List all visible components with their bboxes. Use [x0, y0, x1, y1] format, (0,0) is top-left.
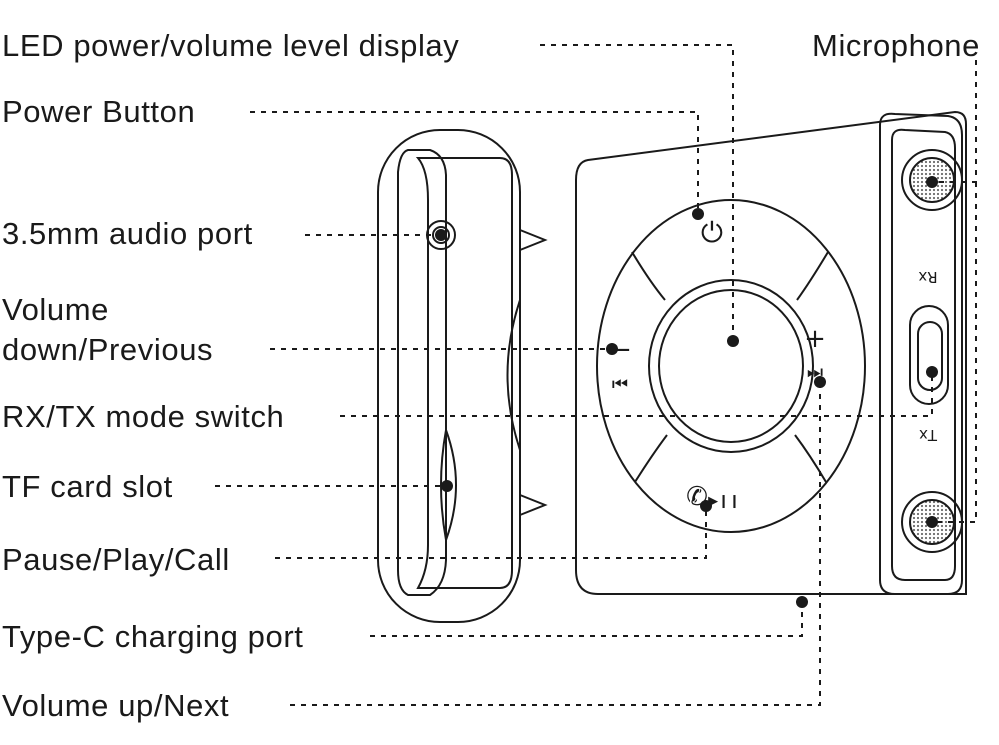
audio-port-hole — [432, 226, 450, 244]
label-volume-down-line1: Volume — [2, 292, 109, 327]
leader-mic-bottom — [932, 182, 977, 523]
label-type-c: Type-C charging port — [2, 619, 303, 654]
minus-marking: − — [610, 335, 632, 365]
device-front-view: Rx Tx ⏻ − ⏮ + ⏭ ✆ ▶❙❙ — [575, 110, 967, 595]
leader-power-button — [250, 111, 699, 214]
mode-switch-knob — [917, 321, 943, 391]
control-wheel — [596, 199, 866, 533]
dot-mic-bottom — [926, 516, 938, 528]
side-notch-top — [519, 229, 548, 251]
label-pause-play: Pause/Play/Call — [2, 542, 230, 577]
dot-pause-play — [700, 500, 712, 512]
side-notch-bottom — [519, 494, 548, 516]
label-volume-down-line2: down/Previous — [2, 332, 213, 367]
label-audio-port: 3.5mm audio port — [2, 216, 253, 251]
wheel-divider-tl — [631, 251, 666, 301]
tf-card-slot-shape — [440, 426, 457, 544]
leader-led-display — [540, 44, 734, 341]
center-led-button — [658, 289, 804, 443]
plus-marking: + — [804, 324, 826, 354]
front-side-band-inner — [891, 128, 956, 581]
power-icon: ⏻ — [701, 216, 723, 249]
previous-icon: ⏮ — [612, 374, 628, 395]
tx-marking: Tx — [919, 426, 938, 444]
rx-marking: Rx — [918, 268, 937, 286]
callout-labels: LED power/volume level display Power But… — [2, 28, 980, 723]
dot-volume-down — [606, 343, 618, 355]
label-microphone: Microphone — [812, 28, 980, 63]
dot-volume-up — [814, 376, 826, 388]
wheel-divider-br — [794, 434, 827, 483]
side-inner-edge — [415, 157, 513, 589]
label-volume-up: Volume up/Next — [2, 688, 229, 723]
side-bulge — [506, 299, 521, 451]
side-outer-shell — [377, 129, 521, 623]
leader-pause-play — [275, 506, 707, 559]
dot-led-display — [727, 335, 739, 347]
wheel-divider-bl — [634, 434, 668, 483]
dot-mode-switch — [926, 366, 938, 378]
label-led-display: LED power/volume level display — [2, 28, 459, 63]
dot-type-c — [796, 596, 808, 608]
microphone-top-ring — [901, 149, 963, 211]
wheel-divider-tr — [796, 251, 829, 301]
side-face-plate — [397, 149, 447, 596]
device-side-view — [377, 129, 548, 623]
mode-switch-housing — [909, 305, 949, 405]
front-body — [575, 110, 967, 595]
label-tf-card: TF card slot — [2, 469, 173, 504]
center-led-button-ring — [648, 279, 814, 453]
dot-tf-card — [441, 480, 453, 492]
leader-volume-up — [290, 382, 821, 706]
leader-type-c — [370, 602, 803, 637]
front-side-band — [879, 112, 963, 595]
play-pause-icon: ▶❙❙ — [708, 494, 740, 509]
label-power-button: Power Button — [2, 94, 195, 129]
leader-lines — [215, 44, 977, 706]
label-mode-switch: RX/TX mode switch — [2, 399, 284, 434]
dot-audio-port — [435, 229, 447, 241]
dot-power-button — [692, 208, 704, 220]
dot-mic-top — [926, 176, 938, 188]
